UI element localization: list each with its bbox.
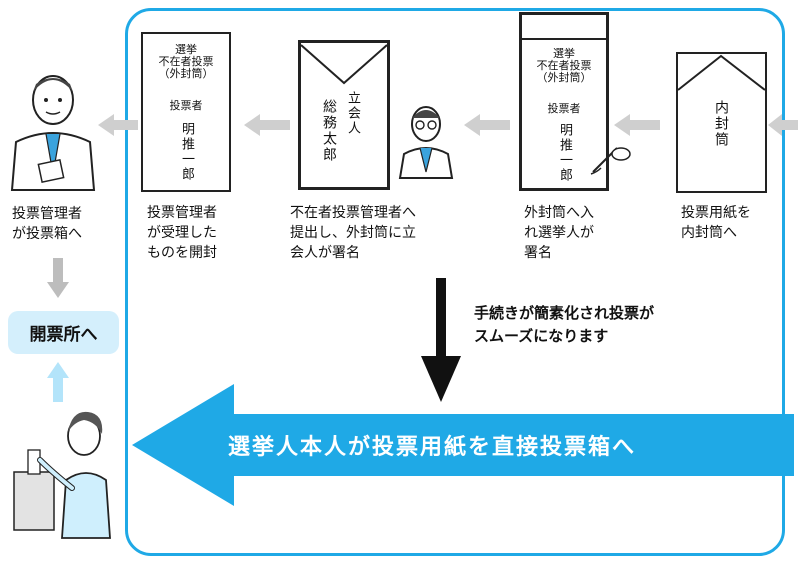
up-arrow-icon bbox=[47, 362, 69, 402]
direct-voting-text: 選挙人本人が投票用紙を直接投票箱へ bbox=[228, 435, 637, 460]
step-caption-outer-envelope: 外封筒へ入 れ選挙人が 署名 bbox=[524, 205, 594, 261]
voter-name: 明推一郎 bbox=[557, 123, 572, 183]
envelope-flap-icon bbox=[678, 54, 765, 91]
voter-label: 投票者 bbox=[547, 102, 581, 115]
opened-envelope: 選挙 不在者投票 （外封筒） 投票者 明推一郎 bbox=[141, 32, 231, 192]
new-procedure-frame bbox=[125, 8, 785, 556]
voter-casting-ballot-icon bbox=[13, 411, 111, 539]
envelope-header: 選挙 不在者投票 （外封筒） bbox=[158, 43, 214, 80]
manager-caption: 投票管理者 が投票箱へ bbox=[12, 206, 82, 242]
counting-station-label: 開票所へ bbox=[8, 311, 119, 354]
step-caption-witness: 不在者投票管理者へ 提出し、外封筒に立 会人が署名 bbox=[290, 205, 416, 261]
outer-envelope-voter: 選挙 不在者投票 （外封筒） 投票者 明推一郎 bbox=[519, 12, 609, 191]
voting-manager-icon bbox=[10, 75, 96, 191]
witness-label: 立会人 bbox=[345, 91, 360, 136]
step-caption-opened: 投票管理者 が受理した ものを開封 bbox=[147, 205, 217, 261]
voter-name: 明推一郎 bbox=[179, 122, 194, 182]
voter-label: 投票者 bbox=[169, 99, 203, 112]
step-caption-inner-envelope: 投票用紙を 内封筒へ bbox=[681, 205, 751, 241]
witness-envelope: 立会人 総務太郎 bbox=[298, 40, 390, 190]
flow-arrow-left-icon bbox=[98, 114, 138, 136]
down-arrow-icon bbox=[47, 258, 69, 298]
simplified-note: 手続きが簡素化され投票が スムーズになります bbox=[474, 304, 655, 345]
envelope-flap-line bbox=[522, 38, 606, 40]
inner-envelope-label: 内封筒 bbox=[713, 100, 729, 148]
direct-voting-big-arrow bbox=[132, 384, 794, 506]
envelope-flap-icon bbox=[301, 44, 387, 85]
flow-arrow-left-icon bbox=[464, 114, 510, 136]
flow-arrow-left-icon bbox=[768, 114, 798, 136]
witness-official-icon bbox=[398, 106, 454, 179]
witness-name: 総務太郎 bbox=[321, 99, 337, 163]
simplified-down-arrow-icon bbox=[421, 278, 461, 402]
flow-arrow-left-icon bbox=[244, 114, 290, 136]
envelope-header: 選挙 不在者投票 （外封筒） bbox=[536, 47, 592, 84]
pen-writing-icon bbox=[590, 147, 631, 175]
inner-envelope: 内封筒 bbox=[676, 52, 767, 193]
flow-arrow-left-icon bbox=[614, 114, 660, 136]
